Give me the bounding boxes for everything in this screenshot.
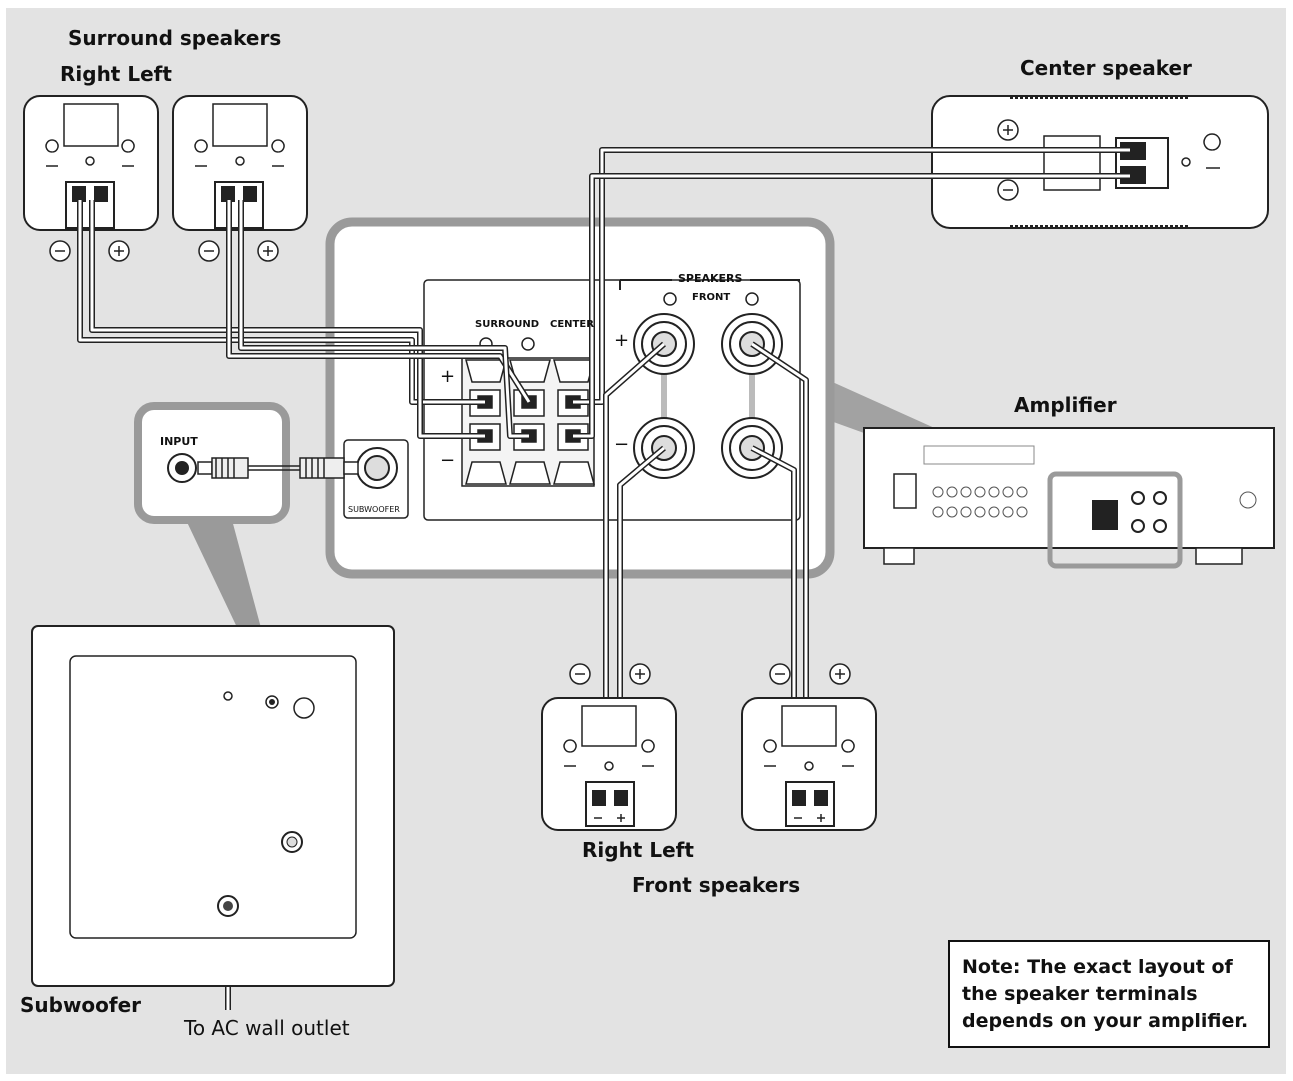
input-label: INPUT (160, 435, 198, 448)
surround-speaker-left (172, 95, 308, 231)
note-line-3: depends on your amplifier. (962, 1010, 1249, 1032)
panel-front-label: FRONT (692, 292, 731, 303)
front-right-left-label: Right Left (582, 838, 694, 862)
push-terminal-block (461, 357, 595, 487)
panel-subwoofer-jack (343, 439, 409, 519)
panel-speakers-label: SPEAKERS (678, 272, 743, 285)
rca-cable (197, 457, 359, 479)
speaker-wires (77, 147, 1130, 1010)
panel-center-label: CENTER (550, 319, 594, 330)
front-speakers-label: Front speakers (632, 873, 801, 897)
front-speaker-left (741, 697, 877, 831)
note-line-2: the speaker terminals (962, 983, 1198, 1005)
front-polarity-symbols (569, 663, 851, 685)
center-speaker-label: Center speaker (1020, 56, 1192, 80)
panel-front-plus: + (614, 330, 630, 351)
surround-speakers-label: Surround speakers (68, 26, 282, 50)
front-right-marker (663, 292, 677, 306)
center-speaker (931, 95, 1269, 229)
surround-right-left-label: Right Left (60, 62, 172, 86)
panel-surround-plus: + (440, 366, 456, 387)
amplifier-label: Amplifier (1014, 393, 1117, 417)
surround-polarity-symbols (49, 240, 279, 262)
terminal-panel (325, 217, 835, 579)
front-left-marker (745, 292, 759, 306)
panel-subwoofer-label: SUBWOOFER (348, 505, 400, 514)
ac-outlet-label: To AC wall outlet (184, 1016, 350, 1040)
panel-front-minus: − (614, 434, 630, 455)
front-speaker-right (541, 697, 677, 831)
note-box: Note: The exact layout of the speaker te… (948, 940, 1270, 1048)
panel-surround-label: SURROUND (475, 319, 540, 330)
panel-surround-minus: − (440, 450, 456, 471)
note-line-1: Note: The exact layout of (962, 956, 1233, 978)
subwoofer-unit (31, 625, 395, 987)
subwoofer-label: Subwoofer (20, 993, 142, 1017)
surround-left-marker (521, 337, 535, 351)
amplifier-unit (863, 427, 1275, 569)
